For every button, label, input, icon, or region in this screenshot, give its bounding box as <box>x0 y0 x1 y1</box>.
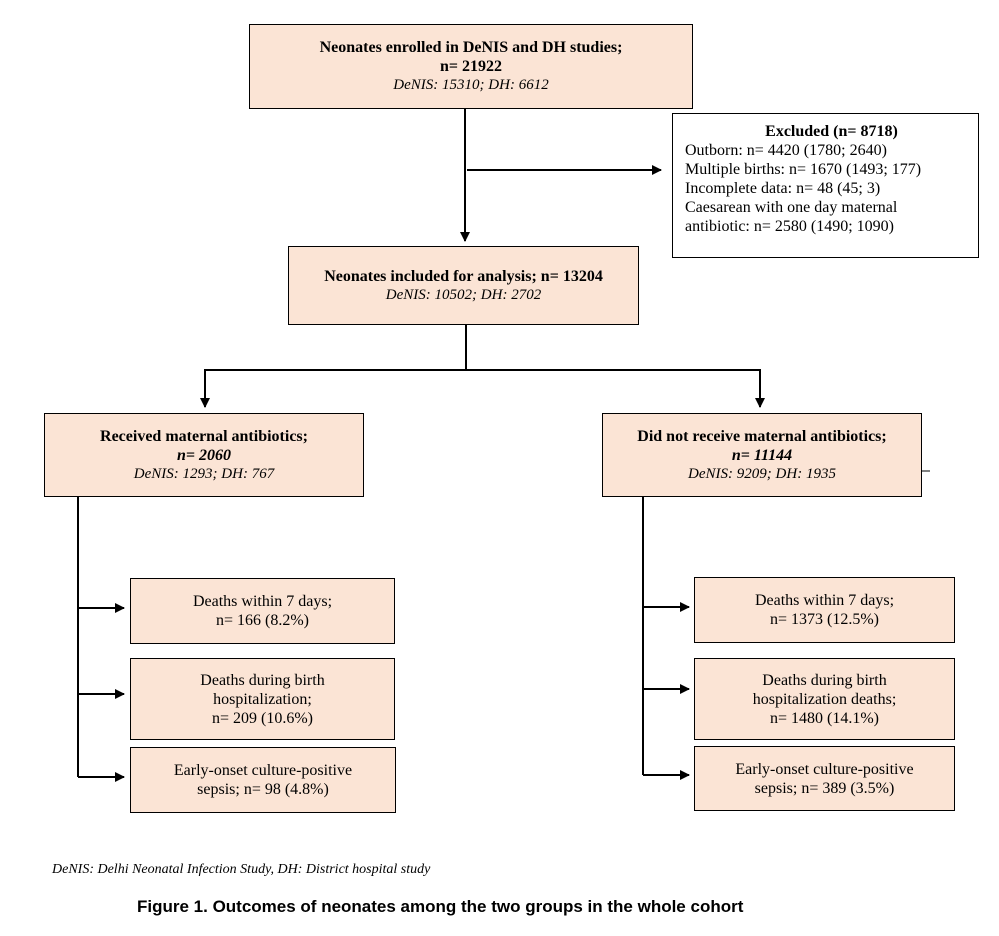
outcome-line: n= 1373 (12.5%) <box>769 611 879 628</box>
not-received-box: Did not receive maternal antibiotics; n=… <box>602 413 922 497</box>
enrolled-count: n= 21922 <box>439 58 502 75</box>
outcome-line: Deaths within 7 days; <box>192 593 333 610</box>
not-received-outcome-sepsis: Early-onset culture-positive sepsis; n= … <box>694 746 955 811</box>
excluded-line: Multiple births: n= 1670 (1493; 177) <box>685 161 922 178</box>
outcome-line: hospitalization deaths; <box>752 690 897 708</box>
enrolled-box: Neonates enrolled in DeNIS and DH studie… <box>249 24 693 109</box>
outcome-line: Early-onset culture-positive <box>735 760 914 778</box>
included-box: Neonates included for analysis; n= 13204… <box>288 246 639 325</box>
not-received-sub: DeNIS: 9209; DH: 1935 <box>688 465 836 482</box>
received-box: Received maternal antibiotics; n= 2060 D… <box>44 413 364 497</box>
included-title: Neonates included for analysis; n= 13204 <box>324 267 603 285</box>
received-sub: DeNIS: 1293; DH: 767 <box>133 465 275 482</box>
excluded-line: Incomplete data: n= 48 (45; 3) <box>685 180 881 197</box>
enrolled-title: Neonates enrolled in DeNIS and DH studie… <box>319 39 623 56</box>
outcome-line: Deaths within 7 days; <box>754 592 895 609</box>
outcome-line: Deaths during birth <box>762 671 887 689</box>
figure-caption: Figure 1. Outcomes of neonates among the… <box>137 897 744 916</box>
excluded-line: Caesarean with one day maternal <box>685 199 898 216</box>
received-count: n= 2060 <box>176 446 231 464</box>
not-received-outcome-deaths-hospitalization: Deaths during birth hospitalization deat… <box>694 658 955 740</box>
outcome-line: sepsis; n= 389 (3.5%) <box>754 779 895 797</box>
received-title: Received maternal antibiotics; <box>100 427 308 445</box>
excluded-line: antibiotic: n= 2580 (1490; 1090) <box>685 218 894 235</box>
outcome-line: n= 166 (8.2%) <box>215 612 309 629</box>
outcome-line: sepsis; n= 98 (4.8%) <box>197 781 329 798</box>
received-outcome-deaths-7days: Deaths within 7 days; n= 166 (8.2%) <box>130 578 395 644</box>
outcome-line: n= 209 (10.6%) <box>211 709 313 727</box>
excluded-box: Excluded (n= 8718) Outborn: n= 4420 (178… <box>672 113 979 258</box>
footnote: DeNIS: Delhi Neonatal Infection Study, D… <box>52 862 431 877</box>
outcome-line: Early-onset culture-positive <box>173 762 353 779</box>
included-sub: DeNIS: 10502; DH: 2702 <box>385 286 542 303</box>
received-outcome-sepsis: Early-onset culture-positive sepsis; n= … <box>130 747 396 813</box>
not-received-outcome-deaths-7days: Deaths within 7 days; n= 1373 (12.5%) <box>694 577 955 643</box>
excluded-title: Excluded (n= 8718) <box>765 123 898 140</box>
outcome-line: n= 1480 (14.1%) <box>769 709 879 727</box>
not-received-count: n= 11144 <box>731 446 793 464</box>
not-received-title: Did not receive maternal antibiotics; <box>637 427 887 445</box>
outcome-line: hospitalization; <box>213 690 312 708</box>
enrolled-sub: DeNIS: 15310; DH: 6612 <box>393 77 549 93</box>
outcome-line: Deaths during birth <box>200 671 325 689</box>
excluded-line: Outborn: n= 4420 (1780; 2640) <box>685 142 887 159</box>
received-outcome-deaths-hospitalization: Deaths during birth hospitalization; n= … <box>130 658 395 740</box>
